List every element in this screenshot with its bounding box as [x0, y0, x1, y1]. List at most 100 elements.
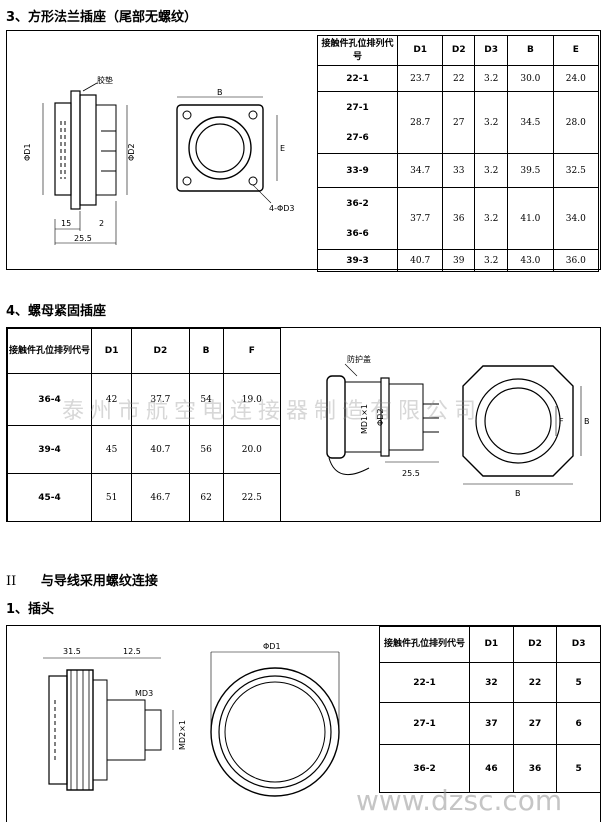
d1-cell: 23.7 [396, 65, 444, 92]
d3-cell: 3.2 [474, 91, 509, 154]
code-cell: 22-1 [379, 662, 470, 703]
d1-header: D1 [469, 626, 514, 663]
code-line: 36-6 [346, 228, 369, 239]
section3-panel: 胶垫 ΦD1 ΦD2 15 2 25.5 B E 4-ΦD3 接触件孔位排列代号… [6, 30, 601, 272]
d3-cell: 6 [556, 702, 601, 745]
section3-header-row: 接触件孔位排列代号 D1 D2 D3 B E [317, 35, 600, 66]
table-row: 33-9 34.7 33 3.2 39.5 32.5 [317, 153, 600, 188]
section4-title: 4、螺母紧固插座 [6, 304, 107, 319]
section-ii-numeral: II [6, 574, 17, 589]
code-cell: 27-1 [379, 702, 470, 745]
b-header: B [188, 328, 224, 374]
d3-cell: 3.2 [474, 153, 509, 188]
table-row: 36-2 36-6 37.7 36 3.2 41.0 34.0 [317, 187, 600, 250]
f-header: F [222, 328, 282, 374]
dim-25-5-label: 25.5 [74, 234, 92, 243]
d2-cell: 27 [512, 702, 558, 745]
md1-label: MD1×1 [360, 404, 369, 434]
code-cell: 33-9 [317, 153, 398, 188]
d1-cell: 37 [469, 702, 514, 745]
section4-table: 接触件孔位排列代号 D1 D2 B F 36-4 42 37.7 54 19.0… [7, 328, 282, 522]
code-cell: 36-2 [379, 744, 470, 793]
code-line: 27-1 [346, 102, 369, 113]
d3-header: D3 [474, 35, 509, 66]
d1-cell: 51 [90, 473, 133, 522]
d1-cell: 34.7 [396, 153, 444, 188]
code-header: 接触件孔位排列代号 [317, 35, 398, 66]
d2-cell: 36 [512, 744, 558, 793]
d1-cell: 37.7 [396, 187, 444, 250]
code-cell: 36-4 [7, 373, 92, 426]
b-cell: 56 [188, 425, 224, 474]
d2-header: D2 [131, 328, 190, 374]
section1-header-row: 接触件孔位排列代号 D1 D2 D3 [379, 626, 601, 663]
code-cell: 36-2 36-6 [317, 187, 398, 250]
d3-cell: 5 [556, 662, 601, 703]
e-header: E [552, 35, 600, 66]
code-cell: 39-3 [317, 249, 398, 272]
d1-header: D1 [90, 328, 133, 374]
table-row: 36-4 42 37.7 54 19.0 [7, 373, 282, 426]
b-cell: 62 [188, 473, 224, 522]
code-cell: 39-4 [7, 425, 92, 474]
section3-side-drawing: 胶垫 ΦD1 ΦD2 15 2 25.5 [23, 75, 136, 245]
md3-label: MD3 [135, 689, 153, 698]
f-cell: 19.0 [222, 373, 282, 426]
d2-cell: 33 [442, 153, 476, 188]
d1-label: ΦD1 [23, 143, 32, 161]
table-row: 27-1 27-6 28.7 27 3.2 34.5 28.0 [317, 91, 600, 154]
d1-cell: 28.7 [396, 91, 444, 154]
d1-cell: 46 [469, 744, 514, 793]
code-line: 36-2 [346, 198, 369, 209]
d2-cell: 40.7 [131, 425, 190, 474]
f-cell: 22.5 [222, 473, 282, 522]
table-row: 45-4 51 46.7 62 22.5 [7, 473, 282, 522]
dim-2-label: 2 [99, 219, 104, 228]
b-side-label: B [584, 417, 590, 426]
b-cell: 30.0 [507, 65, 554, 92]
d2-cell: 37.7 [131, 373, 190, 426]
d3-cell: 3.2 [474, 187, 509, 250]
f-cell: 20.0 [222, 425, 282, 474]
e-cell: 34.0 [552, 187, 600, 250]
section1-front-drawing: ΦD1 [210, 642, 340, 797]
cover-label: 防护盖 [347, 354, 371, 364]
d2-cell: 27 [442, 91, 476, 154]
e-cell: 24.0 [552, 65, 600, 92]
d3-header: D3 [556, 626, 601, 663]
section1-title: 1、插头 [6, 602, 55, 617]
section4-header-row: 接触件孔位排列代号 D1 D2 B F [7, 328, 282, 374]
dim-15-label: 15 [61, 219, 71, 228]
d2-label: ΦD2 [376, 408, 385, 426]
d1-cell: 42 [90, 373, 133, 426]
b-cell: 43.0 [507, 249, 554, 272]
code-cell: 22-1 [317, 65, 398, 92]
d2-label: ΦD2 [127, 143, 136, 161]
d1-header: D1 [396, 35, 444, 66]
b-header: B [507, 35, 554, 66]
e-cell: 32.5 [552, 153, 600, 188]
section-ii-title: II 与导线采用螺纹连接 [6, 570, 158, 589]
code-cell: 27-1 27-6 [317, 91, 398, 154]
code-line: 27-6 [346, 132, 369, 143]
section-ii-text: 与导线采用螺纹连接 [40, 574, 158, 589]
section4-front-drawing: B B F [462, 365, 590, 498]
table-row: 22-1 23.7 22 3.2 30.0 24.0 [317, 65, 600, 92]
b-cell: 41.0 [507, 187, 554, 250]
d1-cell: 45 [90, 425, 133, 474]
section1-table: 接触件孔位排列代号 D1 D2 D3 22-1 32 22 5 27-1 37 … [379, 626, 601, 793]
table-row: 39-3 40.7 39 3.2 43.0 36.0 [317, 249, 600, 272]
code-header: 接触件孔位排列代号 [7, 328, 92, 374]
dim-31-5-label: 31.5 [63, 647, 81, 656]
table-row: 36-2 46 36 5 [379, 744, 601, 793]
b-label: B [217, 88, 223, 97]
table-row: 27-1 37 27 6 [379, 702, 601, 745]
d2-cell: 46.7 [131, 473, 190, 522]
d2-header: D2 [442, 35, 476, 66]
d2-cell: 22 [512, 662, 558, 703]
gasket-label: 胶垫 [97, 75, 113, 85]
f-label: F [559, 417, 564, 426]
md2-label: MD2×1 [178, 720, 187, 750]
b-cell: 39.5 [507, 153, 554, 188]
section1-panel: 31.5 12.5 MD3 MD2×1 ΦD1 接触件孔位排列代号 D1 D2 … [6, 625, 601, 822]
